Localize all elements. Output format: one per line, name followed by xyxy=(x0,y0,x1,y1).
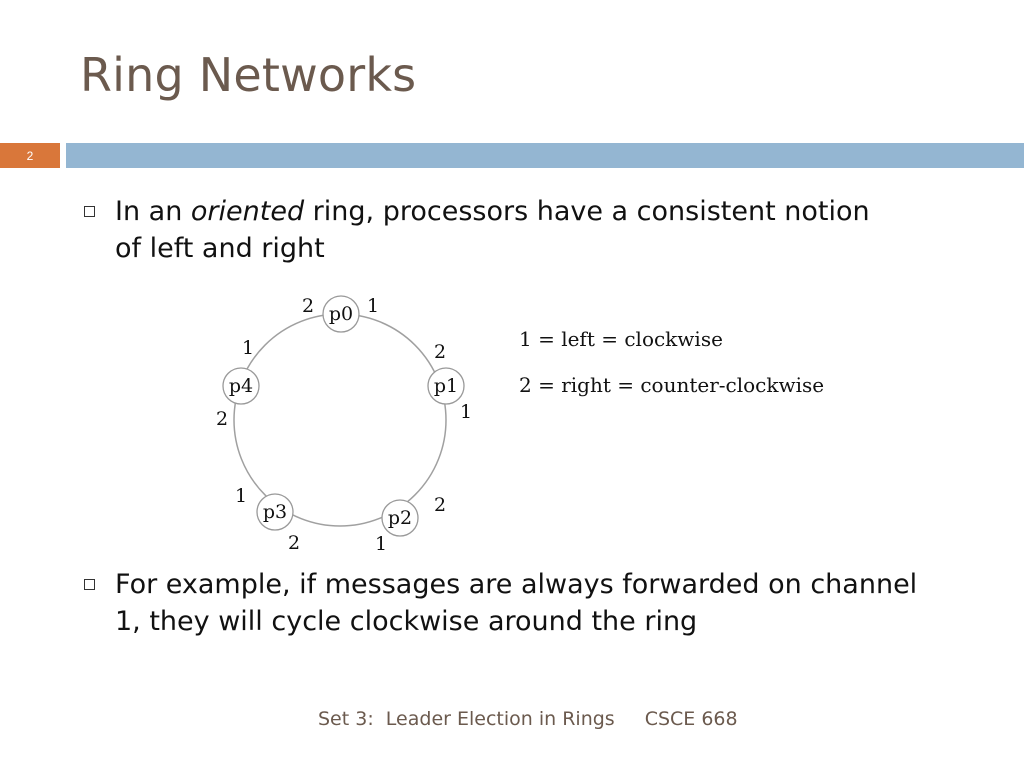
footer-set-title: Set 3: Leader Election in Rings xyxy=(318,708,615,730)
node-p2-label: p2 xyxy=(388,507,412,529)
ring-edge xyxy=(233,313,447,527)
port-label: 1 xyxy=(367,295,379,317)
port-label: 2 xyxy=(434,341,446,363)
diagram-legend: 1 = left = clockwise 2 = right = counter… xyxy=(519,316,824,408)
header-accent-bar xyxy=(66,143,1024,168)
port-label: 2 xyxy=(288,532,300,554)
legend-line-right: 2 = right = counter-clockwise xyxy=(519,373,825,397)
footer-course: CSCE 668 xyxy=(644,708,738,730)
node-p1 xyxy=(427,367,465,405)
port-label: 1 xyxy=(235,485,247,507)
ring-network-diagram: p0 2 1 p1 2 1 p2 2 1 p3 1 2 p4 1 2 xyxy=(216,295,472,555)
port-label: 1 xyxy=(375,533,387,555)
node-p4 xyxy=(222,367,260,405)
port-label: 1 xyxy=(242,337,254,359)
node-p1-label: p1 xyxy=(434,375,458,397)
port-label: 2 xyxy=(302,295,314,317)
node-p0 xyxy=(322,295,360,333)
slide-title: Ring Networks xyxy=(80,48,417,102)
legend-line-left: 1 = left = clockwise xyxy=(519,327,723,351)
bullet-text: For example, if messages are always forw… xyxy=(115,569,918,637)
node-p3 xyxy=(256,493,294,531)
node-p2 xyxy=(381,499,419,537)
port-label: 1 xyxy=(460,401,472,423)
square-bullet-icon xyxy=(84,579,95,590)
emphasis-oriented: oriented xyxy=(190,196,305,227)
bullet-example: For example, if messages are always forw… xyxy=(84,566,934,640)
node-p4-label: p4 xyxy=(229,375,253,397)
bullet-oriented-ring: In an oriented ring, processors have a c… xyxy=(84,193,904,267)
port-label: 2 xyxy=(434,494,446,516)
slide-number-badge: 2 xyxy=(0,143,60,168)
node-p0-label: p0 xyxy=(329,303,353,325)
port-label: 2 xyxy=(216,408,228,430)
node-p3-label: p3 xyxy=(263,501,287,523)
square-bullet-icon xyxy=(84,206,95,217)
slide-footer: Set 3: Leader Election in Rings CSCE 668 xyxy=(318,708,738,730)
bullet-text: In an oriented ring, processors have a c… xyxy=(115,196,870,264)
